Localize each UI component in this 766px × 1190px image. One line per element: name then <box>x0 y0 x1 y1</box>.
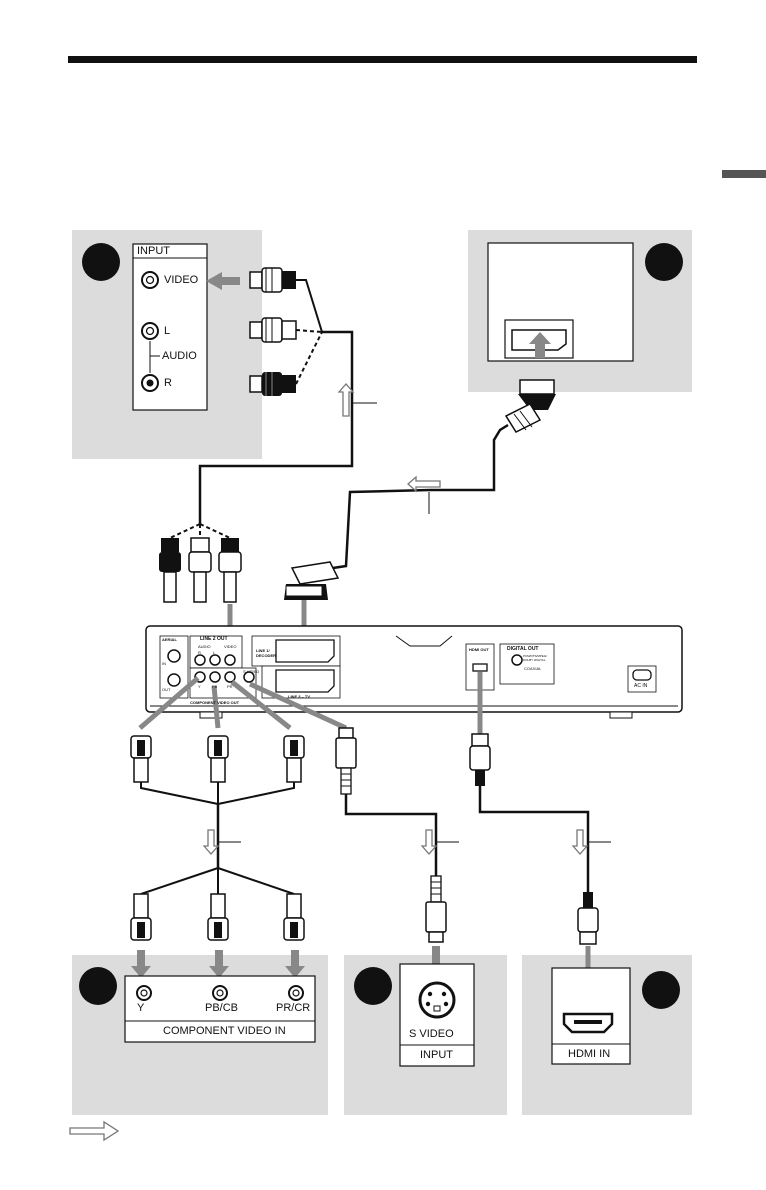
component-plug-lower-y-icon <box>130 893 152 941</box>
audio-l-jack-icon <box>141 322 159 340</box>
recorder-audio-label: AUDIO <box>198 644 211 649</box>
component-plug-lower-pb-icon <box>207 893 229 941</box>
component-pb-insert-arrow-icon <box>209 950 229 978</box>
component-plug-lower-pr-icon <box>283 893 305 941</box>
component-pb-label: PB/CB <box>205 1002 239 1014</box>
recorder-line1-decoder-label: LINE 1/ DECODER <box>256 648 277 658</box>
audio-r-jack-icon <box>141 374 159 392</box>
component-plug-upper-y-icon <box>130 735 152 783</box>
recorder-video-label: VIDEO <box>224 644 237 649</box>
signal-flow-arrow-down-component-icon <box>202 829 220 855</box>
component-y-label: Y <box>137 1002 145 1014</box>
marker-e-circle <box>642 971 680 1009</box>
scart-plug-recorder-icon <box>284 561 340 600</box>
recorder-hdmi-out-label: HDMI OUT <box>469 647 489 652</box>
signal-flow-arrow-left-icon <box>407 475 441 493</box>
chapter-tab <box>722 170 766 178</box>
svideo-socket-icon <box>418 981 456 1019</box>
marker-a-circle <box>82 243 120 281</box>
svideo-plug-upper-icon <box>335 727 357 795</box>
video-insert-arrow-icon <box>206 272 240 290</box>
recorder-pb-label: PB <box>212 684 218 689</box>
rca-plug-vertical-red-icon <box>159 538 181 603</box>
hdmi-plug-lower-icon <box>577 892 599 945</box>
audio-label: AUDIO <box>162 350 197 362</box>
recorder-ac-in-label: AC IN <box>634 683 648 689</box>
hdmi-out-socket <box>472 663 488 672</box>
audio-r-jack-label: R <box>164 377 172 389</box>
scart-insert-arrow-icon <box>529 332 551 358</box>
recorder-y-label: Y <box>198 684 201 689</box>
svideo-input-label: INPUT <box>420 1049 453 1061</box>
component-pr-insert-arrow-icon <box>285 950 305 978</box>
recorder-line3-tv-label: LINE 3 – TV <box>288 694 311 699</box>
rca-plug-vertical-yellow-icon <box>218 538 242 603</box>
marker-b-circle <box>645 243 683 281</box>
line2-r-jack <box>194 654 206 666</box>
rca-plug-yellow-icon <box>249 267 296 293</box>
rca-plug-vertical-white-icon <box>188 537 212 603</box>
hdmi-in-label: HDMI IN <box>568 1048 611 1060</box>
coaxial-jack <box>511 654 523 666</box>
component-plug-upper-pr-icon <box>283 735 305 783</box>
signal-flow-arrow-down-svideo-icon <box>420 829 438 855</box>
recorder-digital-out-label: DIGITAL OUT <box>507 646 539 652</box>
rca-plug-red-icon <box>249 372 296 396</box>
svideo-label: S VIDEO <box>409 1028 454 1040</box>
svideo-jack <box>243 671 255 683</box>
hdmi-plug-upper-icon <box>469 733 491 786</box>
line1-scart-socket <box>275 639 335 663</box>
recorder-component-out-label: COMPONENT VIDEO OUT <box>190 700 240 705</box>
video-jack-icon <box>141 271 159 289</box>
recorder-pcm-dts-label: PCM/DTS/MPEG/ DOLBY DIGITAL <box>523 654 548 662</box>
top-rule <box>68 56 697 63</box>
marker-d-circle <box>354 967 392 1005</box>
signal-flow-arrow-up-icon <box>337 383 355 417</box>
component-pr-jack <box>224 671 236 683</box>
component-video-in-label: COMPONENT VIDEO IN <box>163 1025 286 1037</box>
recorder-s-video-label: S VIDEO <box>243 669 260 674</box>
recorder-pr-label: PR <box>227 684 233 689</box>
recorder-aerial-out-label: OUT <box>162 687 171 692</box>
line2-l-jack <box>209 654 221 666</box>
signal-flow-arrow-down-hdmi-icon <box>571 829 589 855</box>
marker-c-circle <box>79 967 117 1005</box>
rca-plug-white-icon <box>249 317 297 343</box>
recorder-aerial-in-label: IN <box>162 661 166 666</box>
scart-plug-tv-icon <box>504 379 556 433</box>
video-jack-label: VIDEO <box>164 274 199 286</box>
svideo-plug-lower-icon <box>425 875 447 943</box>
recorder-coaxial-label: COAXIAL <box>524 666 542 671</box>
line3-scart-socket <box>275 669 335 693</box>
recorder-l-label: L <box>213 650 216 655</box>
component-plug-upper-pb-icon <box>207 735 229 783</box>
recorder-r-label: R <box>198 650 201 655</box>
component-y-insert-arrow-icon <box>131 950 151 978</box>
audio-l-jack-label: L <box>164 325 171 337</box>
line2-video-jack <box>224 654 236 666</box>
component-pr-label: PR/CR <box>276 1002 311 1014</box>
recorder-line2-out-label: LINE 2 OUT <box>200 636 228 642</box>
recorder-aerial-label: AERIAL <box>162 637 177 642</box>
component-pb-jack <box>209 671 221 683</box>
signal-flow-legend-arrow-icon <box>69 1120 120 1142</box>
input-panel-title: INPUT <box>137 245 170 257</box>
ac-in-socket <box>632 669 652 681</box>
